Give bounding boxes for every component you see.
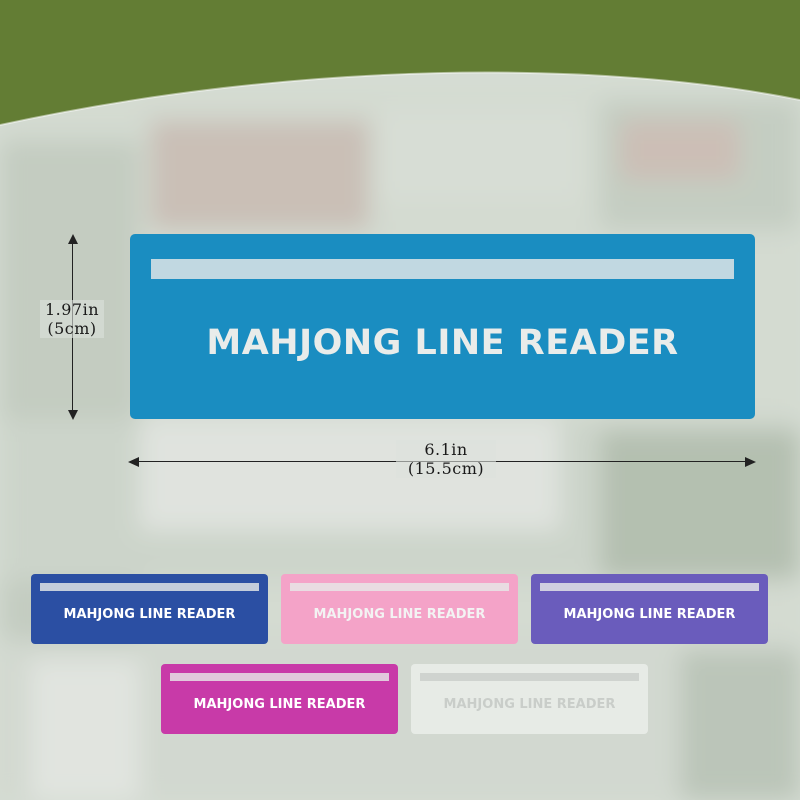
height-label: 1.97in (5cm) xyxy=(40,300,104,338)
variant-label: MAHJONG LINE READER xyxy=(313,607,486,622)
width-label: 6.1in (15.5cm) xyxy=(396,440,496,478)
reading-slot xyxy=(151,259,734,279)
arrow-left-icon xyxy=(128,457,139,467)
arrow-up-icon xyxy=(68,234,78,244)
width-inches: 6.1in xyxy=(424,440,468,459)
reading-slot xyxy=(40,583,259,591)
arrow-right-icon xyxy=(745,457,756,467)
variant-label: MAHJONG LINE READER xyxy=(563,607,736,622)
variant-label: MAHJONG LINE READER xyxy=(63,607,236,622)
main-reader-label: MAHJONG LINE READER xyxy=(206,323,679,363)
variant-label: MAHJONG LINE READER xyxy=(193,697,366,712)
height-inches: 1.97in xyxy=(44,300,100,319)
variant-reader-magenta: MAHJONG LINE READER xyxy=(161,664,398,734)
variant-reader-pink: MAHJONG LINE READER xyxy=(281,574,518,644)
variant-reader-blue: MAHJONG LINE READER xyxy=(31,574,268,644)
width-centimeters: (15.5cm) xyxy=(407,459,485,478)
reading-slot xyxy=(420,673,639,681)
main-line-reader: MAHJONG LINE READER xyxy=(130,234,755,419)
reading-slot xyxy=(170,673,389,681)
reading-slot xyxy=(540,583,759,591)
variant-reader-purple: MAHJONG LINE READER xyxy=(531,574,768,644)
variant-label: MAHJONG LINE READER xyxy=(443,697,616,712)
height-centimeters: (5cm) xyxy=(47,319,97,338)
reading-slot xyxy=(290,583,509,591)
arrow-down-icon xyxy=(68,410,78,420)
variant-reader-clear: MAHJONG LINE READER xyxy=(411,664,648,734)
